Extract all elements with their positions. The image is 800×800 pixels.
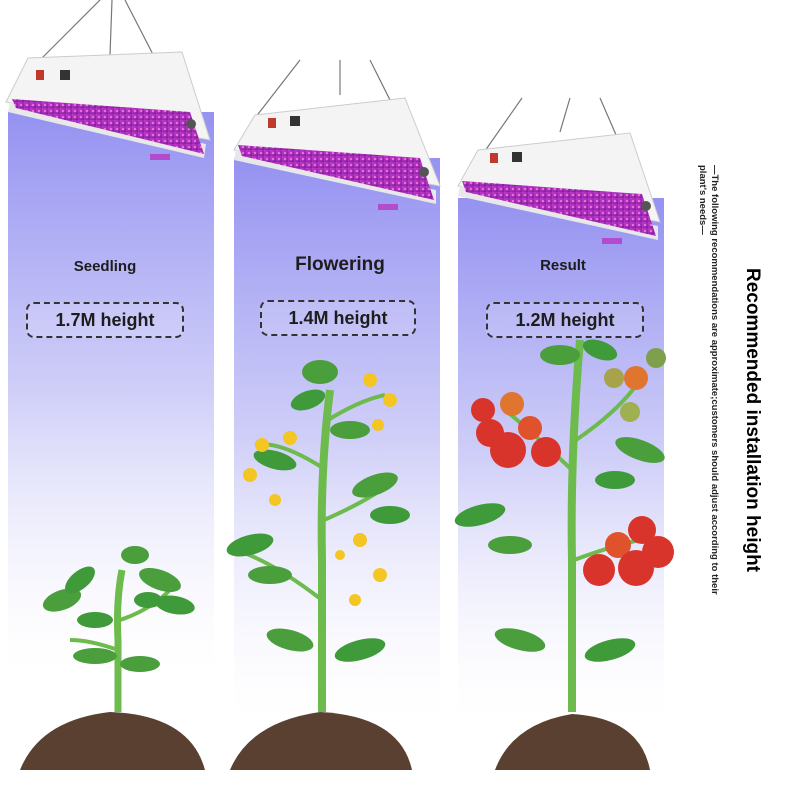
grow-light-panel-3 xyxy=(457,97,661,244)
height-text-flowering: 1.4M height xyxy=(288,308,388,328)
grow-light-panel-1 xyxy=(5,0,211,160)
grow-light-panel-2 xyxy=(233,59,441,210)
height-text-seedling: 1.7M height xyxy=(55,310,155,330)
soil-mound-1 xyxy=(20,712,205,770)
seedling-plant xyxy=(42,546,195,712)
soil-mound-2 xyxy=(230,712,412,770)
fruiting-plant xyxy=(454,339,674,712)
height-badge-result: 1.2M height xyxy=(486,302,644,338)
height-badge-seedling: 1.7M height xyxy=(26,302,184,338)
stage-label-result: Result xyxy=(540,257,586,274)
height-text-result: 1.2M height xyxy=(515,310,615,330)
soil-mound-3 xyxy=(495,714,650,770)
light-beam-1 xyxy=(8,112,214,672)
side-note-line-2: plant's needs— xyxy=(697,165,708,235)
flowering-plant xyxy=(226,360,410,712)
side-note-line-1: —The following recommendations are appro… xyxy=(709,165,720,595)
height-badge-flowering: 1.4M height xyxy=(260,300,416,336)
side-note: —The following recommendations are appro… xyxy=(696,165,720,655)
light-beam-2 xyxy=(234,158,440,718)
stage-label-seedling: Seedling xyxy=(73,258,137,275)
side-title: Recommended installation height xyxy=(742,267,763,573)
stage-label-flowering: Flowering xyxy=(295,254,385,275)
